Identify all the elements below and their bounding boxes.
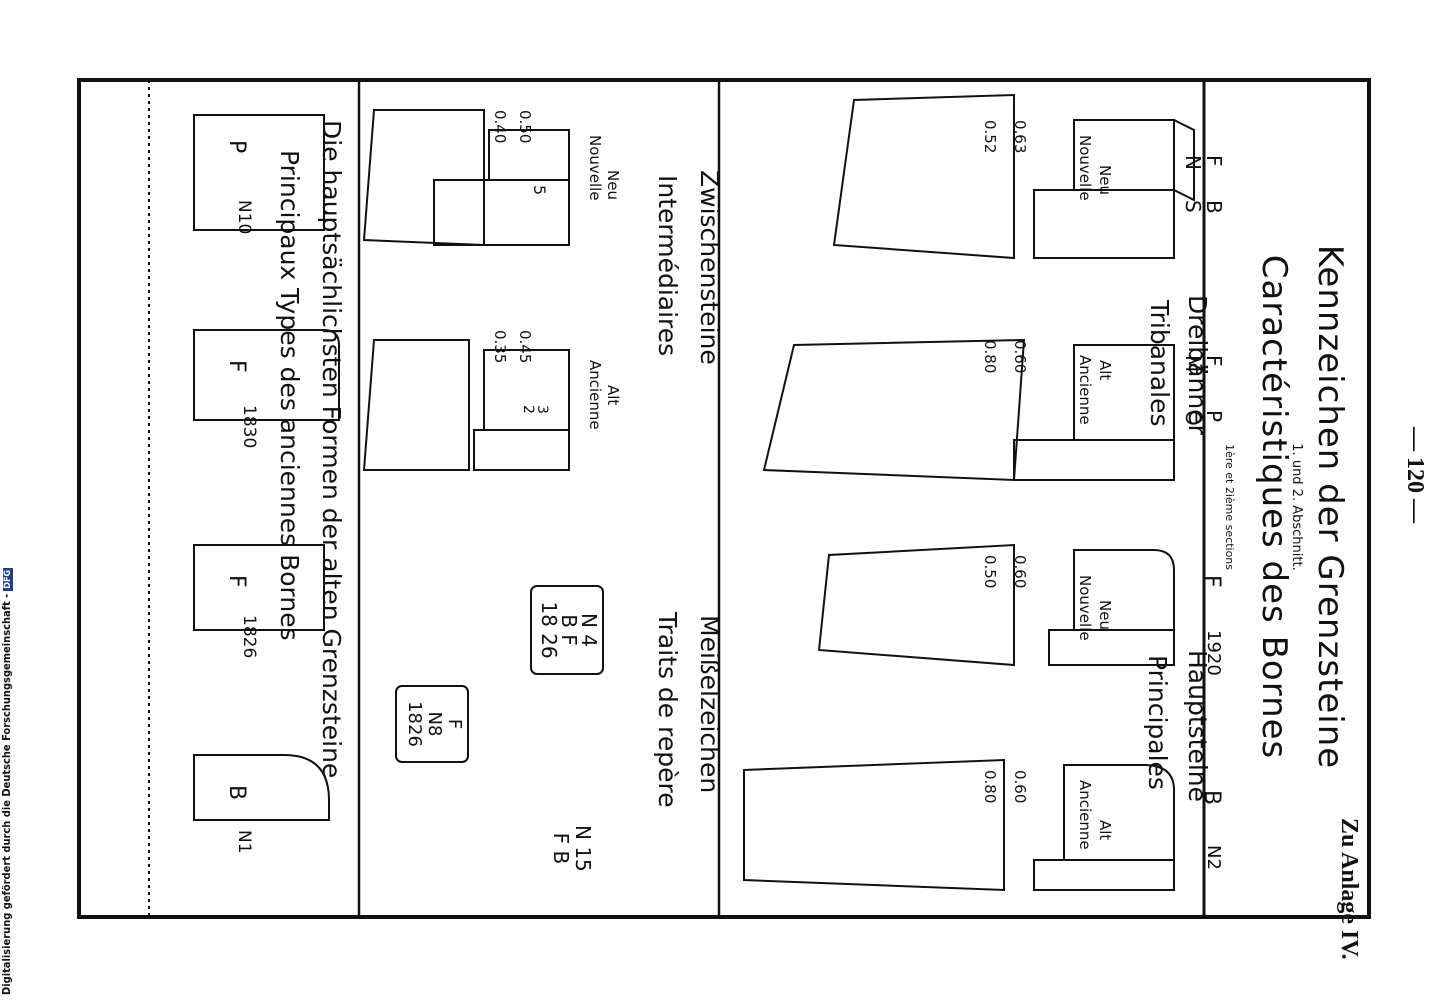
old-type-2-side: 1830 [239, 405, 259, 449]
tri-old-side: P O [1181, 410, 1226, 426]
main-new-side: 1920 [1203, 630, 1224, 676]
section-tribanal-fr: Tribanales [1145, 300, 1174, 427]
main-old-side: N2 [1203, 845, 1224, 870]
mark2-line1: F [444, 718, 465, 730]
inter-new-dim-2: 0.40 [491, 110, 509, 144]
mark2-line3: 1826 [404, 701, 425, 747]
main-new-top: F [1199, 575, 1224, 588]
main-nouvelle: Nouvelle [1076, 575, 1094, 641]
old-type-3-top: F [224, 575, 249, 588]
main-alt: Alt [1096, 820, 1114, 841]
inter-old-dim-1: 0.45 [516, 330, 534, 364]
tri-old-dim-1: 0.60 [1011, 340, 1029, 374]
mark-box-2: F N8 1826 [395, 685, 469, 763]
tri-new-side: B S [1181, 200, 1226, 214]
title-french: Caractéristiques des Bornes [1254, 254, 1294, 760]
stone-main-old [743, 758, 1175, 892]
annex-label: Zu Anlage IV. [1336, 818, 1362, 960]
inter-alt: Alt [604, 385, 622, 406]
old-type-1-side: N10 [234, 200, 254, 235]
stone-inter-old [362, 339, 570, 471]
old-type-3-side: 1826 [239, 615, 259, 659]
tri-alt: Alt [1096, 360, 1114, 381]
tri-nouvelle: Nouvelle [1076, 135, 1094, 201]
mark3-line1: N 15 [571, 825, 595, 872]
old-forms-de: Die hauptsächlichsten Formen der alten G… [317, 120, 346, 779]
tri-neu: Neu [1096, 165, 1114, 195]
old-type-2-top: F [224, 360, 249, 373]
old-forms-fr: Principaux Types des anciennes Bornes [275, 150, 304, 641]
section-principal-fr: Principales [1143, 655, 1172, 790]
main-new-dim-1: 0.60 [1011, 555, 1029, 589]
inter-old-dim-2: 0.35 [491, 330, 509, 364]
inter-old-side: 3 2 [520, 405, 550, 414]
main-old-dim-2: 0.80 [981, 770, 999, 804]
section-intermediate-de: Zwischensteine [695, 170, 724, 365]
main-old-top: B [1199, 790, 1224, 806]
old-type-4-top: B [224, 785, 249, 801]
inter-ancienne: Ancienne [586, 360, 604, 430]
inter-nouvelle: Nouvelle [586, 135, 604, 201]
inter-neu: Neu [604, 170, 622, 200]
tri-old-top: F M [1181, 355, 1226, 373]
mark1-line1: N 4 [577, 612, 601, 648]
main-old-dim-1: 0.60 [1011, 770, 1029, 804]
mark-box-1: N 4 B F 18 26 [530, 585, 604, 675]
old-type-4-side: N1 [234, 830, 254, 854]
stone-main-new [817, 543, 1175, 667]
mark1-line3: 18 26 [537, 601, 561, 659]
old-type-1-top: P [224, 140, 249, 154]
mark-3: N 15 F B [549, 825, 595, 872]
old-type-stones [148, 80, 340, 917]
title-german: Kennzeichen der Grenzsteine [1310, 244, 1350, 770]
mark2-line2: N8 [424, 711, 445, 737]
section-marks-de: Meißelzeichen [695, 615, 724, 794]
tri-ancienne: Ancienne [1076, 355, 1094, 425]
stone-tri-old [762, 338, 1175, 482]
mark3-line2: F B [549, 832, 573, 865]
tri-new-dim-2: 0.52 [981, 120, 999, 154]
page-number: — 120 — [1402, 427, 1428, 523]
inter-new-side: 5 [530, 185, 549, 196]
tri-new-top: F N [1181, 155, 1226, 170]
tri-new-dim-1: 0.63 [1011, 120, 1029, 154]
mark1-line2: B F [557, 614, 581, 646]
tri-old-dim-2: 0.80 [981, 340, 999, 374]
inter-new-dim-1: 0.50 [516, 110, 534, 144]
main-new-dim-2: 0.50 [981, 555, 999, 589]
main-neu: Neu [1096, 600, 1114, 630]
main-ancienne: Ancienne [1076, 780, 1094, 850]
stone-inter-new [362, 109, 570, 247]
section-marks-fr: Traits de repère [653, 612, 682, 808]
section-intermediate-fr: Intermédiaires [653, 175, 682, 357]
stone-tri-new [832, 93, 1195, 260]
subtitle-french: 1ère et 2ième sections [1223, 443, 1236, 571]
